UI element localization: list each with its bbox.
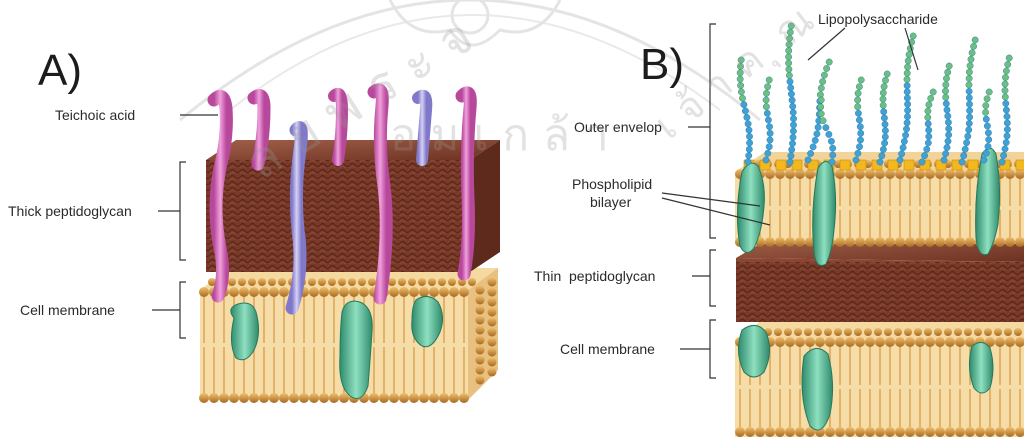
label-bilayer: bilayer (590, 194, 631, 210)
label-outer-envelop: Outer envelop (574, 119, 662, 135)
panel-b-membrane-protein (969, 342, 993, 393)
label-lipopolysaccharide: Lipopolysaccharide (818, 11, 938, 27)
panel-a-letter: A) (38, 46, 82, 96)
watermark-text-middle: อ ม เ ก ล้ า (390, 100, 609, 170)
lipopolysaccharide-chain (763, 77, 774, 163)
panel-b-membrane-protein (802, 348, 833, 430)
panel-b-letter: B) (640, 40, 684, 90)
panel-b-illustration (735, 23, 1024, 437)
label-thin-peptidoglycan: Thin peptidoglycan (534, 268, 655, 284)
label-thick-peptidoglycan: Thick peptidoglycan (8, 203, 132, 219)
lipopolysaccharide-chain (897, 33, 917, 163)
lipopolysaccharide-chain (999, 55, 1013, 165)
lipopolysaccharide-chain (941, 63, 953, 163)
lipopolysaccharide-chain (805, 59, 833, 163)
lipopolysaccharide-chain (959, 37, 979, 165)
lipopolysaccharide-chain (853, 77, 865, 163)
label-cell-membrane-b: Cell membrane (560, 341, 655, 357)
label-cell-membrane-a: Cell membrane (20, 302, 115, 318)
panel-a-membrane-protein (340, 301, 373, 398)
panel-b-membrane-protein (738, 325, 769, 377)
label-phospholipid: Phospholipid (572, 176, 652, 192)
lipopolysaccharide-chain (877, 71, 891, 165)
label-teichoic-acid: Teichoic acid (55, 107, 135, 123)
